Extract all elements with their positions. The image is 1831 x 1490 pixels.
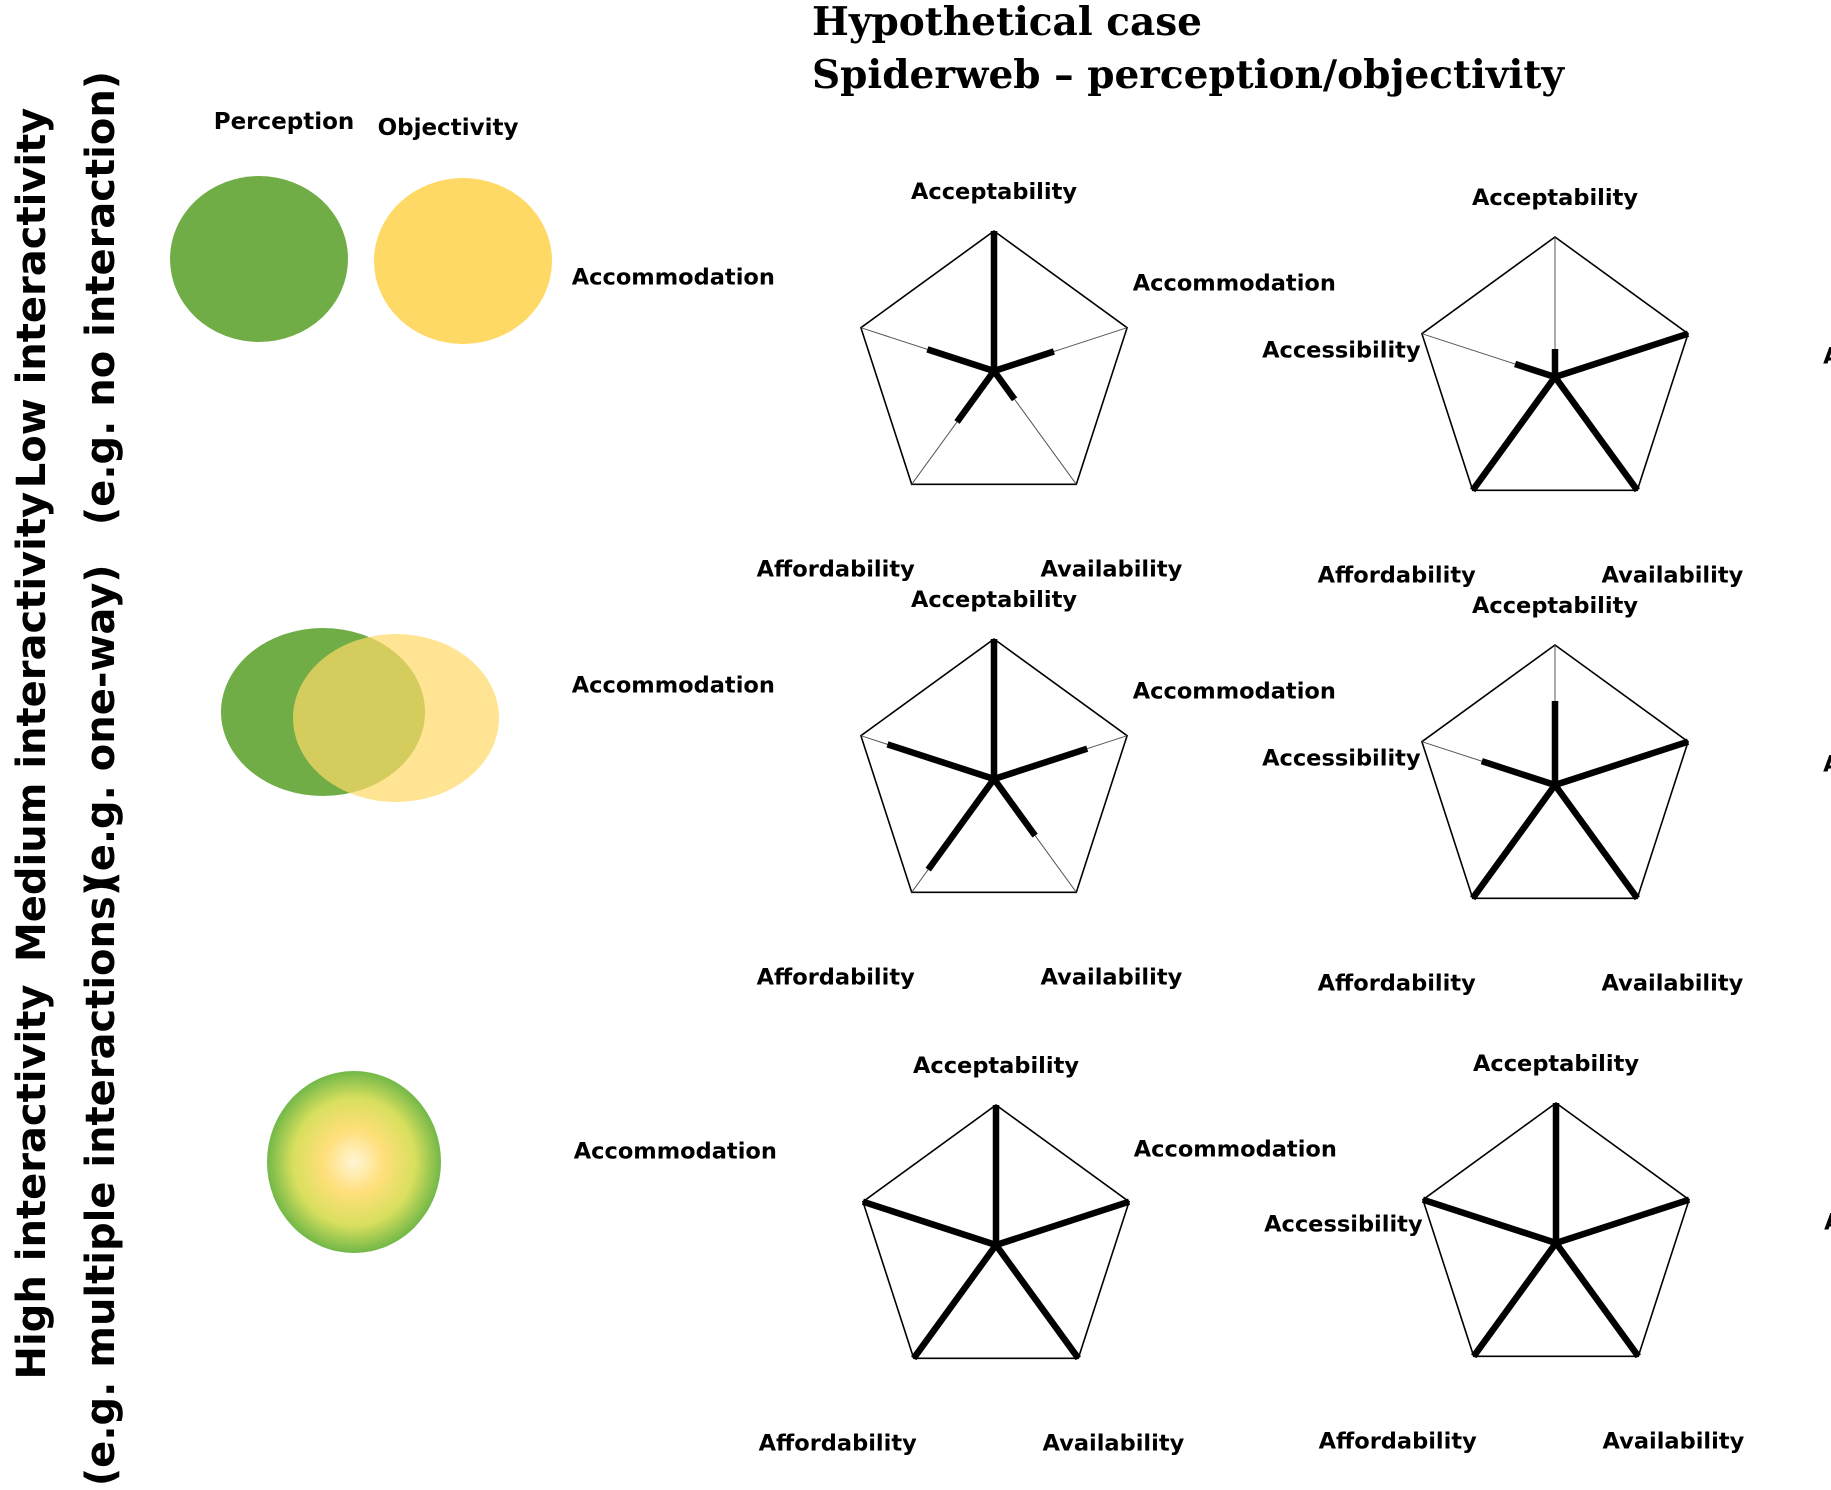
axis-label-availability: Availability <box>1602 970 1744 996</box>
axis-label-accommodation: Accommodation <box>1133 271 1336 297</box>
axis-label-accommodation: Accommodation <box>572 265 775 291</box>
axis-label-availability: Availability <box>1603 1428 1745 1454</box>
value-spoke-accommodation <box>1421 1196 1558 1247</box>
value-spoke-accessibility <box>992 348 1055 375</box>
venn-high <box>267 1071 441 1253</box>
objectivity-label: Objectivity <box>378 115 519 141</box>
axis-label-affordability: Affordability <box>1318 970 1476 996</box>
spiderweb-frame <box>859 230 1129 486</box>
perception-label: Perception <box>214 109 355 135</box>
value-spoke-affordability <box>1471 1241 1559 1359</box>
axis-label-affordability: Affordability <box>757 964 915 990</box>
value-spoke-accessibility <box>992 745 1089 783</box>
value-spoke-affordability <box>954 369 997 424</box>
value-spoke-affordability <box>925 777 997 872</box>
spiderweb-frame <box>1421 1102 1691 1358</box>
axis-label-availability: Availability <box>1041 964 1183 990</box>
venn-low <box>170 176 552 344</box>
value-spoke-accommodation <box>926 346 996 375</box>
axis-label-accessibility: Accessibility <box>1824 1210 1831 1236</box>
axis-label-availability: Availability <box>1043 1430 1185 1456</box>
axis-label-availability: Availability <box>1041 556 1183 582</box>
spiderweb-frame <box>1420 644 1690 900</box>
blended-circle <box>267 1071 441 1253</box>
axis-label-accessibility: Accessibility <box>1264 1212 1423 1238</box>
axis-label-accessibility: Accessibility <box>1823 344 1831 370</box>
axis-label-affordability: Affordability <box>757 556 915 582</box>
axis-label-acceptability: Acceptability <box>911 587 1077 613</box>
objectivity-circle <box>374 178 552 344</box>
axis-label-affordability: Affordability <box>759 1430 917 1456</box>
value-spoke-accessibility <box>1553 330 1690 381</box>
row-high-label: High interactivity <box>9 985 55 1380</box>
value-spoke-accommodation <box>861 1198 998 1249</box>
value-spoke-availability <box>1552 375 1640 493</box>
axis-label-accessibility: Accessibility <box>1262 338 1421 364</box>
row-low-example: (e.g. no interaction) <box>78 71 124 525</box>
value-spoke-accessibility <box>1554 1196 1691 1247</box>
axis-label-availability: Availability <box>1602 562 1744 588</box>
axis-label-affordability: Affordability <box>1318 562 1476 588</box>
value-spoke-accessibility <box>994 1198 1131 1249</box>
value-spoke-affordability <box>1470 375 1558 493</box>
value-spoke-availability <box>993 1243 1081 1361</box>
row-low-label: Low interactivity <box>9 108 55 489</box>
axis-label-accommodation: Accommodation <box>572 673 775 699</box>
value-spoke-accessibility <box>1553 738 1690 789</box>
axis-label-accommodation: Accommodation <box>1134 1137 1337 1163</box>
value-spoke-availability <box>1553 1241 1641 1359</box>
perception-circle <box>170 176 348 342</box>
venn-medium <box>221 628 499 802</box>
title-line-2: Spiderweb – perception/objectivity <box>812 52 1565 98</box>
axis-label-accommodation: Accommodation <box>574 1139 777 1165</box>
value-spoke-accommodation <box>886 741 996 783</box>
axis-label-acceptability: Acceptability <box>911 179 1077 205</box>
value-spoke-accommodation <box>1480 758 1557 789</box>
axis-label-accessibility: Accessibility <box>1823 752 1831 778</box>
spiderweb-charts: AcceptabilityAccessibilityAvailabilityAf… <box>572 179 1831 1456</box>
axis-label-acceptability: Acceptability <box>1473 1051 1639 1077</box>
objectivity-circle <box>293 634 499 802</box>
title-line-1: Hypothetical case <box>812 0 1202 45</box>
value-spoke-availability <box>1552 783 1640 901</box>
axis-label-affordability: Affordability <box>1319 1428 1477 1454</box>
value-spoke-affordability <box>911 1243 999 1361</box>
value-spoke-availability <box>991 369 1018 402</box>
spiderweb-frame <box>859 638 1129 894</box>
axis-label-acceptability: Acceptability <box>1472 185 1638 211</box>
axis-label-accessibility: Accessibility <box>1262 746 1421 772</box>
value-spoke-availability <box>991 777 1038 838</box>
value-spoke-accommodation <box>1514 360 1557 381</box>
axis-label-accommodation: Accommodation <box>1133 679 1336 705</box>
spiderweb-frame <box>861 1104 1131 1360</box>
axis-label-acceptability: Acceptability <box>1472 593 1638 619</box>
axis-label-acceptability: Acceptability <box>913 1053 1079 1079</box>
row-medium-example: (e.g. one-way) <box>78 564 124 889</box>
spiderweb-frame <box>1420 236 1690 492</box>
row-high-example: (e.g. multiple interactions) <box>78 878 124 1486</box>
row-medium-label: Medium interactivity <box>9 492 55 962</box>
value-spoke-affordability <box>1470 783 1558 901</box>
